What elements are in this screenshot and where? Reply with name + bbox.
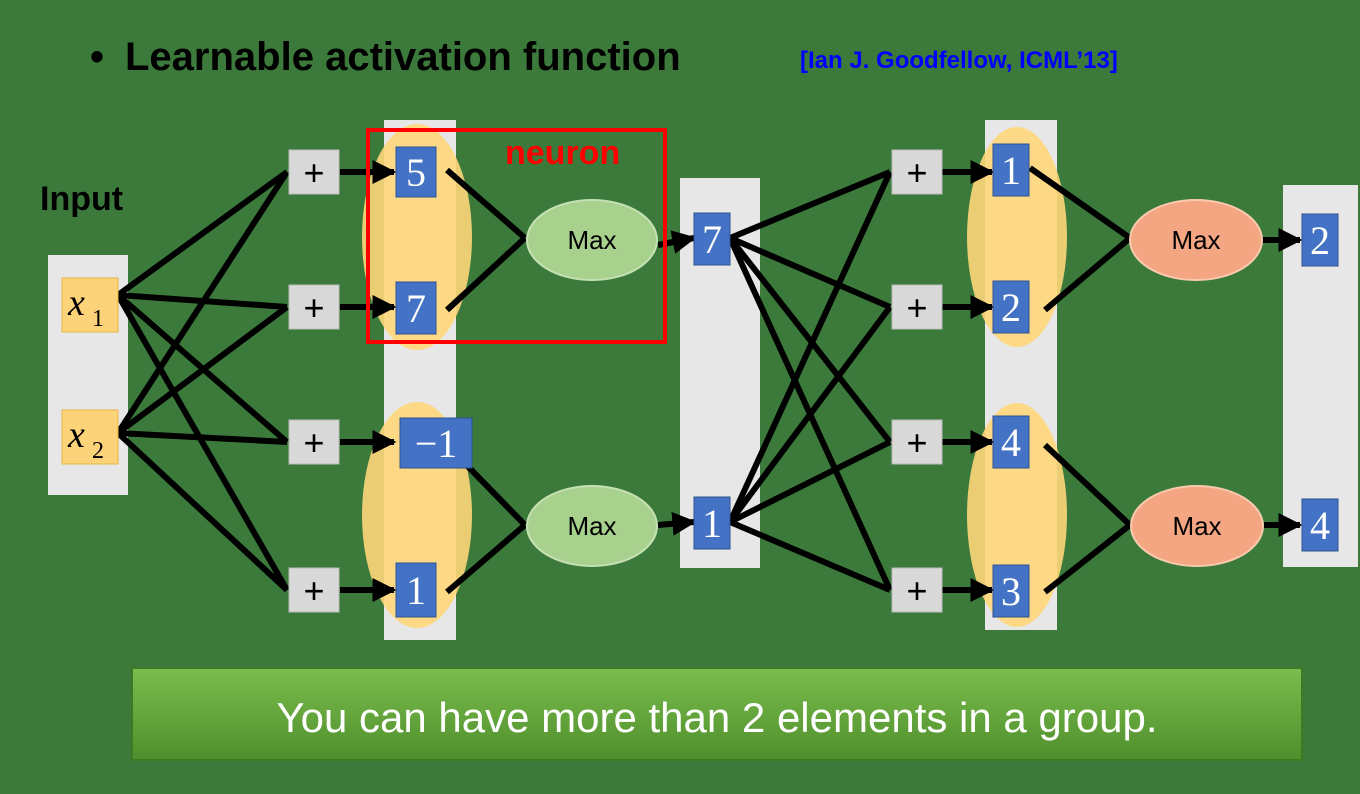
output-value: 2 bbox=[1310, 218, 1330, 263]
group-ellipse-4 bbox=[967, 403, 1067, 627]
title-bullet: • bbox=[90, 35, 104, 79]
plus-node: + bbox=[906, 422, 927, 463]
plus-node: + bbox=[303, 152, 324, 193]
input-x2-sub: 2 bbox=[92, 438, 104, 464]
layer2-plus-nodes: + + + + bbox=[891, 149, 943, 613]
caption-text: You can have more than 2 elements in a g… bbox=[276, 694, 1157, 741]
input-connections bbox=[115, 169, 290, 593]
input-x1-var: x bbox=[67, 282, 85, 324]
output-value: 7 bbox=[702, 217, 722, 262]
plus-node: + bbox=[906, 152, 927, 193]
layer1-plus-nodes: + + + + bbox=[288, 149, 340, 613]
input-x2: x 2 bbox=[61, 409, 119, 465]
max-node: Max bbox=[567, 225, 616, 255]
plus-node: + bbox=[906, 570, 927, 611]
plus-node: + bbox=[906, 287, 927, 328]
max-node: Max bbox=[1171, 225, 1220, 255]
z-value: 1 bbox=[1001, 148, 1021, 193]
neuron-highlight-box bbox=[366, 128, 667, 344]
layer2-plus-arrows bbox=[942, 160, 995, 602]
layer1-max-nodes: Max Max bbox=[526, 199, 658, 567]
layer2-max-connections bbox=[1028, 165, 1133, 595]
page-title: Learnable activation function bbox=[125, 35, 681, 79]
plus-node: + bbox=[303, 570, 324, 611]
z-value: 1 bbox=[406, 568, 426, 613]
input-x2-var: x bbox=[67, 414, 85, 456]
input-label: Input bbox=[40, 180, 123, 218]
input-x1-sub: 1 bbox=[92, 306, 104, 332]
output-value: 4 bbox=[1310, 503, 1330, 548]
max-node: Max bbox=[1172, 511, 1221, 541]
z-value: 4 bbox=[1001, 420, 1021, 465]
z-value: 5 bbox=[406, 150, 426, 195]
max-node: Max bbox=[567, 511, 616, 541]
neuron-label: neuron bbox=[505, 134, 620, 172]
plus-node: + bbox=[303, 287, 324, 328]
layer2-outputs: 2 4 bbox=[1301, 213, 1339, 552]
layer2-input-connections bbox=[727, 169, 893, 593]
layer2-z-values: 1 2 4 3 bbox=[992, 143, 1030, 618]
layer2-output-arrows bbox=[1262, 228, 1303, 537]
caption-banner bbox=[131, 667, 1303, 761]
layer2-max-nodes: Max Max bbox=[1129, 199, 1264, 567]
citation: [Ian J. Goodfellow, ICML’13] bbox=[800, 47, 1118, 74]
output-value: 1 bbox=[702, 501, 722, 546]
layer1-outputs: 7 1 bbox=[693, 212, 731, 550]
z-value: −1 bbox=[415, 421, 458, 466]
z-value: 2 bbox=[1001, 285, 1021, 330]
plus-node: + bbox=[303, 422, 324, 463]
z-value: 7 bbox=[406, 286, 426, 331]
z-value: 3 bbox=[1001, 569, 1021, 614]
layer1-z-values: 5 7 −1 1 bbox=[395, 146, 473, 618]
input-x1: x 1 bbox=[61, 277, 119, 333]
